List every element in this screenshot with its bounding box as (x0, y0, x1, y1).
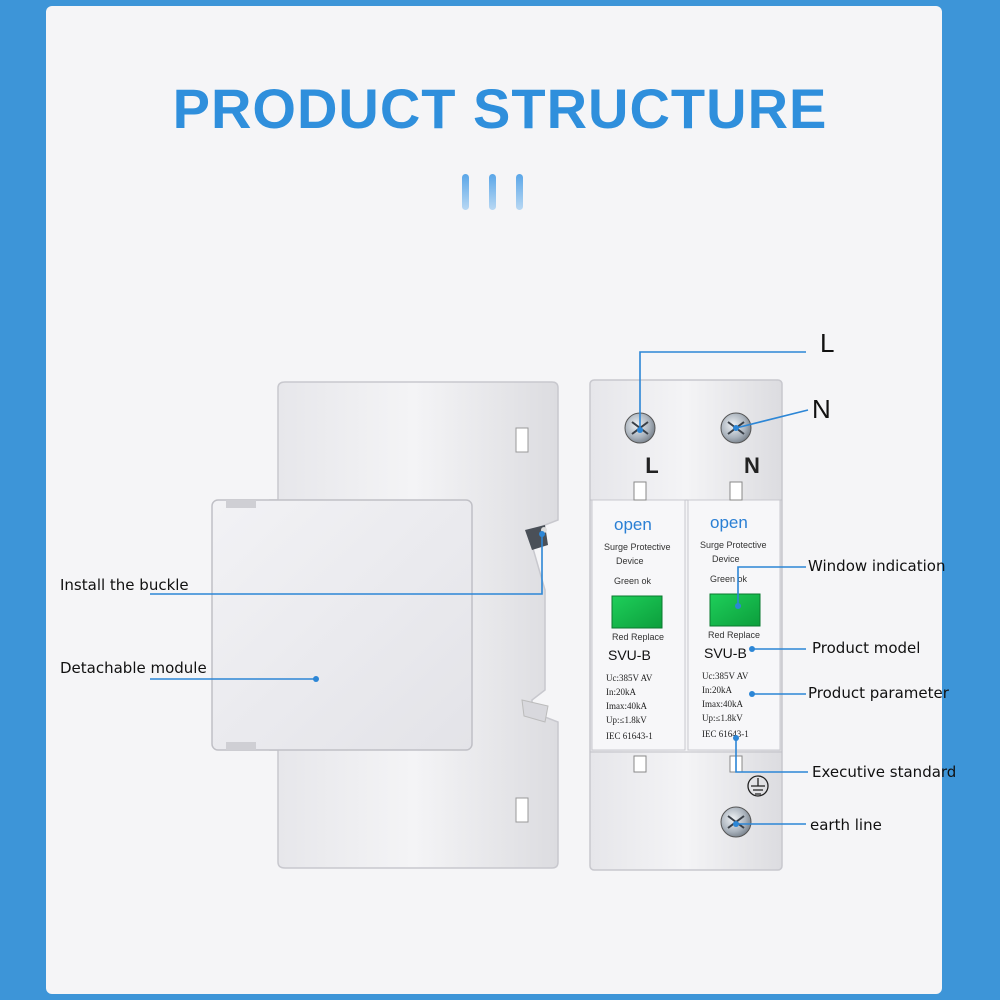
spec-line: IEC 61643-1 (606, 731, 653, 741)
green-label: Green ok (614, 576, 652, 586)
module-print-left: open Surge Protective Device Green ok Re… (604, 515, 671, 741)
module-vent-top (226, 500, 256, 508)
spec-line: Uc:385V AV (606, 673, 653, 683)
callout-module: Detachable module (60, 659, 207, 677)
green-label: Green ok (710, 574, 748, 584)
leader-buckle (150, 534, 543, 595)
terminal-label-l: L (645, 453, 658, 478)
callout-buckle: Install the buckle (60, 576, 189, 594)
leader-window (737, 566, 806, 606)
leader-lines (150, 351, 809, 825)
model-label: SVU-B (608, 647, 651, 663)
leader-dot (735, 603, 741, 609)
leader-dot (749, 691, 755, 697)
module-line1: Surge Protective (700, 540, 767, 550)
side-slot-top (515, 427, 529, 453)
divider-bar (462, 174, 469, 210)
divider-bar (489, 174, 496, 210)
brand-logo: open (710, 513, 748, 532)
module-tab (633, 481, 647, 501)
model-label: SVU-B (704, 645, 747, 661)
callout-parameter: Product parameter (808, 684, 950, 702)
callout-standard: Executive standard (812, 763, 956, 781)
earth-symbol-icon (747, 775, 769, 797)
leader-dot (733, 735, 739, 741)
front-view-device: L N open Surge Protective Device Green o… (589, 379, 783, 871)
spec-line: In:20kA (702, 685, 732, 695)
leader-dot (749, 646, 755, 652)
lower-clip (521, 699, 549, 723)
callout-earth: earth line (810, 816, 882, 834)
spec-line: Up:≤1.8kV (702, 713, 743, 723)
side-slot-bottom (515, 797, 529, 823)
module-line2: Device (616, 556, 644, 566)
leader-dot (733, 425, 739, 431)
earth-symbol-lines (751, 778, 765, 795)
leader-dot (313, 676, 319, 682)
page-title: PRODUCT STRUCTURE (172, 77, 828, 140)
leader-dot (539, 531, 545, 537)
terminal-label-n: N (744, 453, 760, 478)
leader-dot (733, 821, 739, 827)
module-line2: Device (712, 554, 740, 564)
leader-standard (735, 738, 808, 773)
side-view-device (211, 381, 559, 869)
leader-dot (637, 427, 643, 433)
spec-line: Uc:385V AV (702, 671, 749, 681)
spec-line: Imax:40kA (606, 701, 647, 711)
divider-bar (516, 174, 523, 210)
module-tab (729, 481, 743, 501)
module-print-right: open Surge Protective Device Green ok Re… (700, 513, 767, 739)
spec-line: In:20kA (606, 687, 636, 697)
callout-model: Product model (812, 639, 920, 657)
spec-line: Up:≤1.8kV (606, 715, 647, 725)
module-vent-bottom (226, 742, 256, 750)
callout-l: L (820, 328, 834, 358)
callout-window: Window indication (808, 557, 945, 575)
indicator-window (709, 593, 761, 627)
indicator-window (611, 595, 663, 629)
leader-n (735, 409, 809, 429)
detachable-module-body (211, 499, 473, 751)
module-line1: Surge Protective (604, 542, 671, 552)
callout-n: N (812, 394, 831, 424)
spec-line: IEC 61643-1 (702, 729, 749, 739)
brand-logo: open (614, 515, 652, 534)
red-label: Red Replace (708, 630, 760, 640)
module-tab (633, 755, 647, 773)
spec-line: Imax:40kA (702, 699, 743, 709)
leader-l (639, 351, 806, 430)
red-label: Red Replace (612, 632, 664, 642)
leader-dots (313, 425, 755, 827)
